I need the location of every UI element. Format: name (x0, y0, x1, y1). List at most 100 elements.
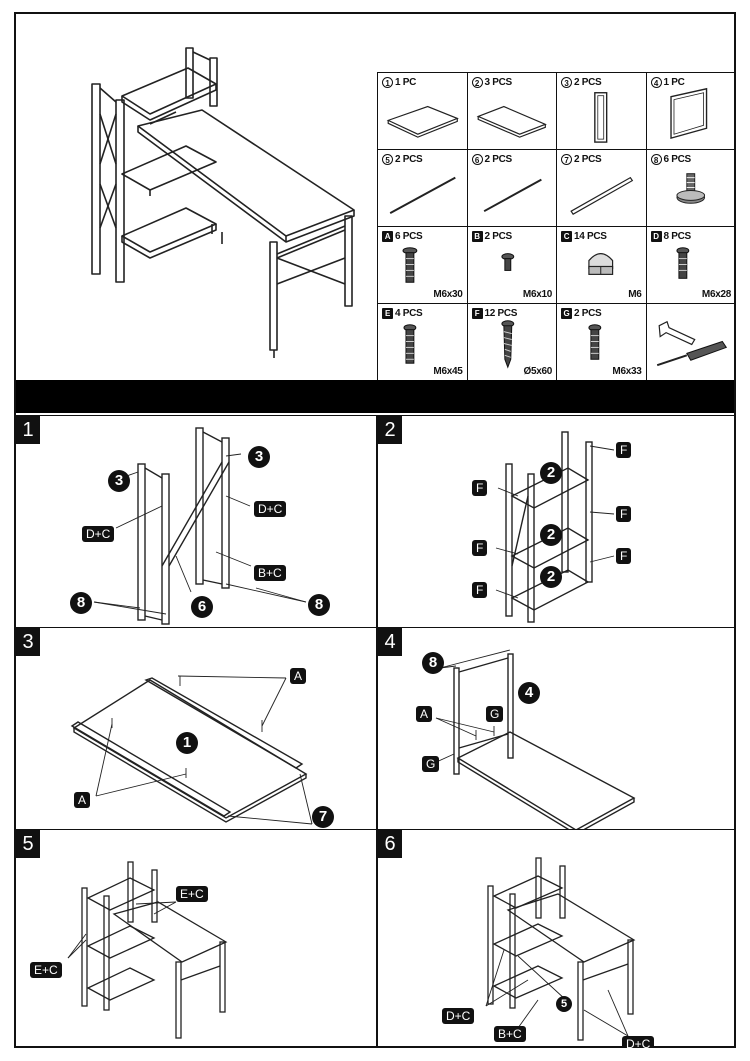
callout-bubble: 2 (540, 566, 562, 588)
part-mark: A (382, 231, 393, 242)
part-quantity: 2 PCS (484, 154, 513, 165)
top-board-icon (386, 105, 459, 138)
part-mark: C (561, 231, 572, 242)
callout-tag: B+C (494, 1026, 526, 1042)
callout-tag: D+C (254, 501, 287, 517)
part-size: Ø5x60 (523, 366, 552, 377)
part-quantity: 2 PCS (574, 77, 602, 88)
part-size: M6x45 (433, 366, 463, 377)
callout-tag: A (416, 706, 433, 722)
section-divider-band (16, 380, 734, 413)
part-mark: G (561, 308, 572, 319)
part-quantity: 12 PCS (484, 308, 518, 319)
wide-frame-icon (669, 87, 707, 140)
shelf-board-icon (476, 105, 547, 138)
step-3-illustration (70, 675, 313, 825)
callout-tag: D+C (622, 1036, 655, 1048)
step-number: 6 (378, 830, 402, 858)
callout-bubble: 6 (191, 596, 213, 618)
step-number: 2 (378, 416, 402, 444)
part-mark: 8 (650, 154, 662, 165)
step-2-illustration (495, 431, 615, 623)
part-quantity: 2 PCS (574, 154, 602, 165)
callout-tag: F (616, 442, 632, 458)
callout-bubble: 8 (308, 594, 330, 616)
cap-nut-icon (588, 253, 614, 275)
short-bolt-icon (500, 253, 514, 271)
callout-bubble: 2 (540, 524, 562, 546)
part-quantity: 14 PCS (574, 231, 607, 242)
part-mark: 5 (382, 154, 393, 165)
callout-bubble: 7 (312, 806, 334, 828)
leveling-foot-icon (675, 173, 705, 204)
step-2-panel: 2 F 2 F F 2 F F 2 F (376, 415, 734, 627)
part-mark: B (471, 231, 483, 242)
callout-tag: A (290, 668, 307, 684)
part-size: M6x30 (433, 289, 463, 300)
callout-tag: D+C (442, 1008, 475, 1024)
part-size: M6x10 (522, 289, 552, 300)
step-5-panel: 5 E+C E+C (16, 829, 376, 1048)
callout-bubble: 5 (556, 996, 572, 1012)
part-mark: 2 (471, 77, 483, 88)
callout-tag: E+C (176, 886, 208, 902)
callout-tag: F (472, 540, 488, 556)
callout-bubble: 8 (70, 592, 92, 614)
bar-icon (570, 176, 634, 215)
callout-tag: B+C (254, 565, 286, 581)
callout-tag: F (616, 506, 632, 522)
callout-tag: E+C (30, 962, 62, 978)
callout-bubble: 3 (248, 446, 270, 468)
wood-screw-icon (500, 320, 514, 369)
callout-tag: A (74, 792, 91, 808)
step-5-illustration (67, 861, 228, 1039)
callout-tag: D+C (82, 526, 115, 542)
part-mark: D (650, 231, 662, 242)
part-quantity: 1 PC (663, 77, 685, 88)
callout-tag: G (422, 756, 440, 772)
part-quantity: 3 PCS (484, 77, 513, 88)
callout-bubble: 8 (422, 652, 444, 674)
step-number: 1 (16, 416, 40, 444)
part-quantity: 4 PCS (395, 308, 423, 319)
part-mark: 3 (561, 77, 572, 88)
part-mark: F (471, 308, 483, 319)
callout-tag: G (486, 706, 504, 722)
step-6-panel: 6 5 D+C B+C D+C (376, 829, 734, 1048)
callout-bubble: 1 (176, 732, 198, 754)
part-size: M6 (628, 289, 642, 300)
part-mark: 7 (561, 154, 572, 165)
part-quantity: 6 PCS (395, 231, 423, 242)
step-1-illustration (93, 427, 307, 625)
long-bolt-icon (403, 324, 417, 364)
narrow-frame-icon (594, 92, 608, 143)
part-size: M6x28 (701, 289, 731, 300)
part-size: M6x33 (612, 366, 642, 377)
part-quantity: 1 PC (395, 77, 417, 88)
bolt-icon (402, 247, 418, 283)
step-number: 5 (16, 830, 40, 858)
part-quantity: 6 PCS (663, 154, 692, 165)
step-3-panel: 3 A 1 A 7 (16, 627, 376, 829)
step-number: 3 (16, 628, 40, 656)
callout-tag: F (472, 480, 488, 496)
long-rod-icon (389, 176, 456, 215)
callout-tag: F (616, 548, 632, 564)
step-4-panel: 4 8 4 A G G (376, 627, 734, 829)
bolt-icon (675, 247, 689, 279)
callout-bubble: 2 (540, 462, 562, 484)
step-6-illustration (485, 857, 636, 1041)
